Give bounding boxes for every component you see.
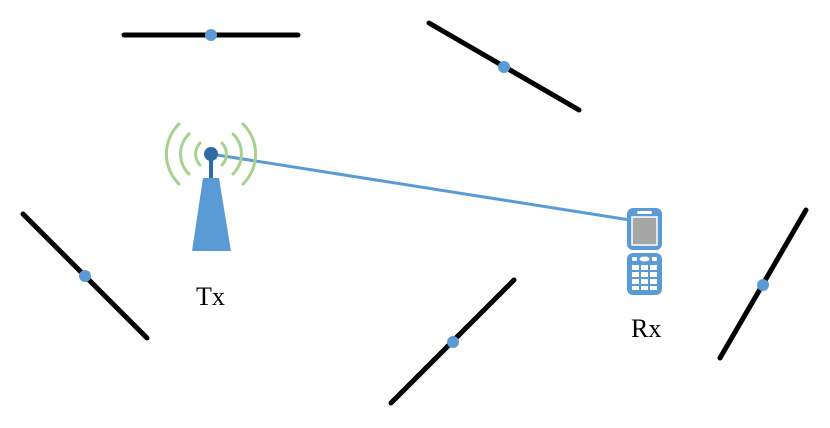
reflector-3 <box>20 211 150 341</box>
phone-nav-buttons <box>632 256 657 262</box>
reflector-1 <box>121 29 301 41</box>
reflector-4 <box>388 277 517 406</box>
antenna-tower-icon <box>164 122 258 251</box>
radio-waves-icon <box>164 122 258 186</box>
phone-speaker <box>637 211 652 214</box>
direct-link-line <box>210 152 631 222</box>
reflector-2-marker <box>498 61 510 73</box>
reflector-5 <box>717 207 809 361</box>
reflector-2 <box>426 20 582 113</box>
phone-keypad <box>632 265 657 290</box>
antenna-node <box>204 147 218 161</box>
antenna-base <box>192 178 231 251</box>
reflector-1-marker <box>205 29 217 41</box>
receiver-label: Rx <box>631 314 662 343</box>
reflector-5-marker <box>757 279 769 291</box>
reflector-4-marker <box>447 336 459 348</box>
antenna-mast <box>209 158 213 180</box>
mobile-phone-icon <box>627 208 662 295</box>
reflector-3-marker <box>79 270 91 282</box>
phone-screen <box>631 216 658 246</box>
transmitter-label: Tx <box>196 282 225 311</box>
